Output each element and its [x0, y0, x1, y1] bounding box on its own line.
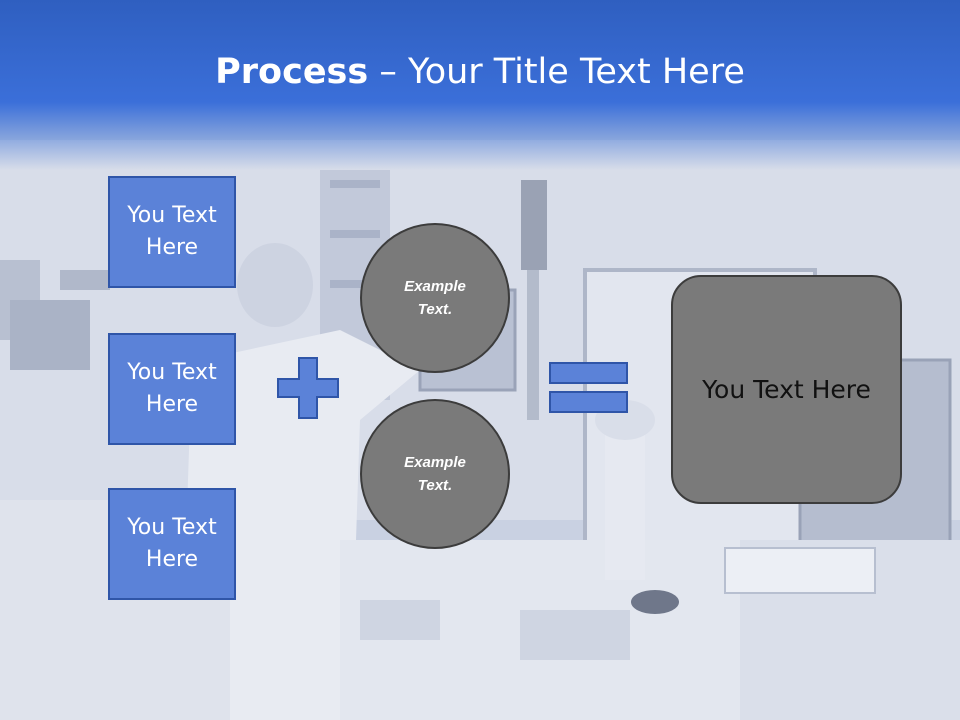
example-circle-2[interactable]: Example Text.	[360, 399, 510, 549]
title-header-band	[0, 0, 960, 170]
slide-title-rest: – Your Title Text Here	[368, 52, 745, 92]
input-box-1-label: You Text Here	[127, 203, 217, 260]
result-box-label: You Text Here	[702, 375, 871, 404]
result-box[interactable]: You Text Here	[671, 275, 902, 504]
input-box-2-label: You Text Here	[127, 360, 217, 417]
example-circle-1[interactable]: Example Text.	[360, 223, 510, 373]
input-box-1[interactable]: You Text Here	[108, 176, 236, 288]
example-circle-2-label: Example Text.	[404, 454, 466, 494]
input-box-2[interactable]: You Text Here	[108, 333, 236, 445]
slide-title-bold: Process	[215, 52, 369, 92]
slide-title[interactable]: Process – Your Title Text Here	[0, 52, 960, 92]
input-box-3-label: You Text Here	[127, 515, 217, 572]
equals-icon	[549, 362, 628, 413]
input-box-3[interactable]: You Text Here	[108, 488, 236, 600]
example-circle-1-label: Example Text.	[404, 278, 466, 318]
plus-icon	[277, 357, 339, 419]
